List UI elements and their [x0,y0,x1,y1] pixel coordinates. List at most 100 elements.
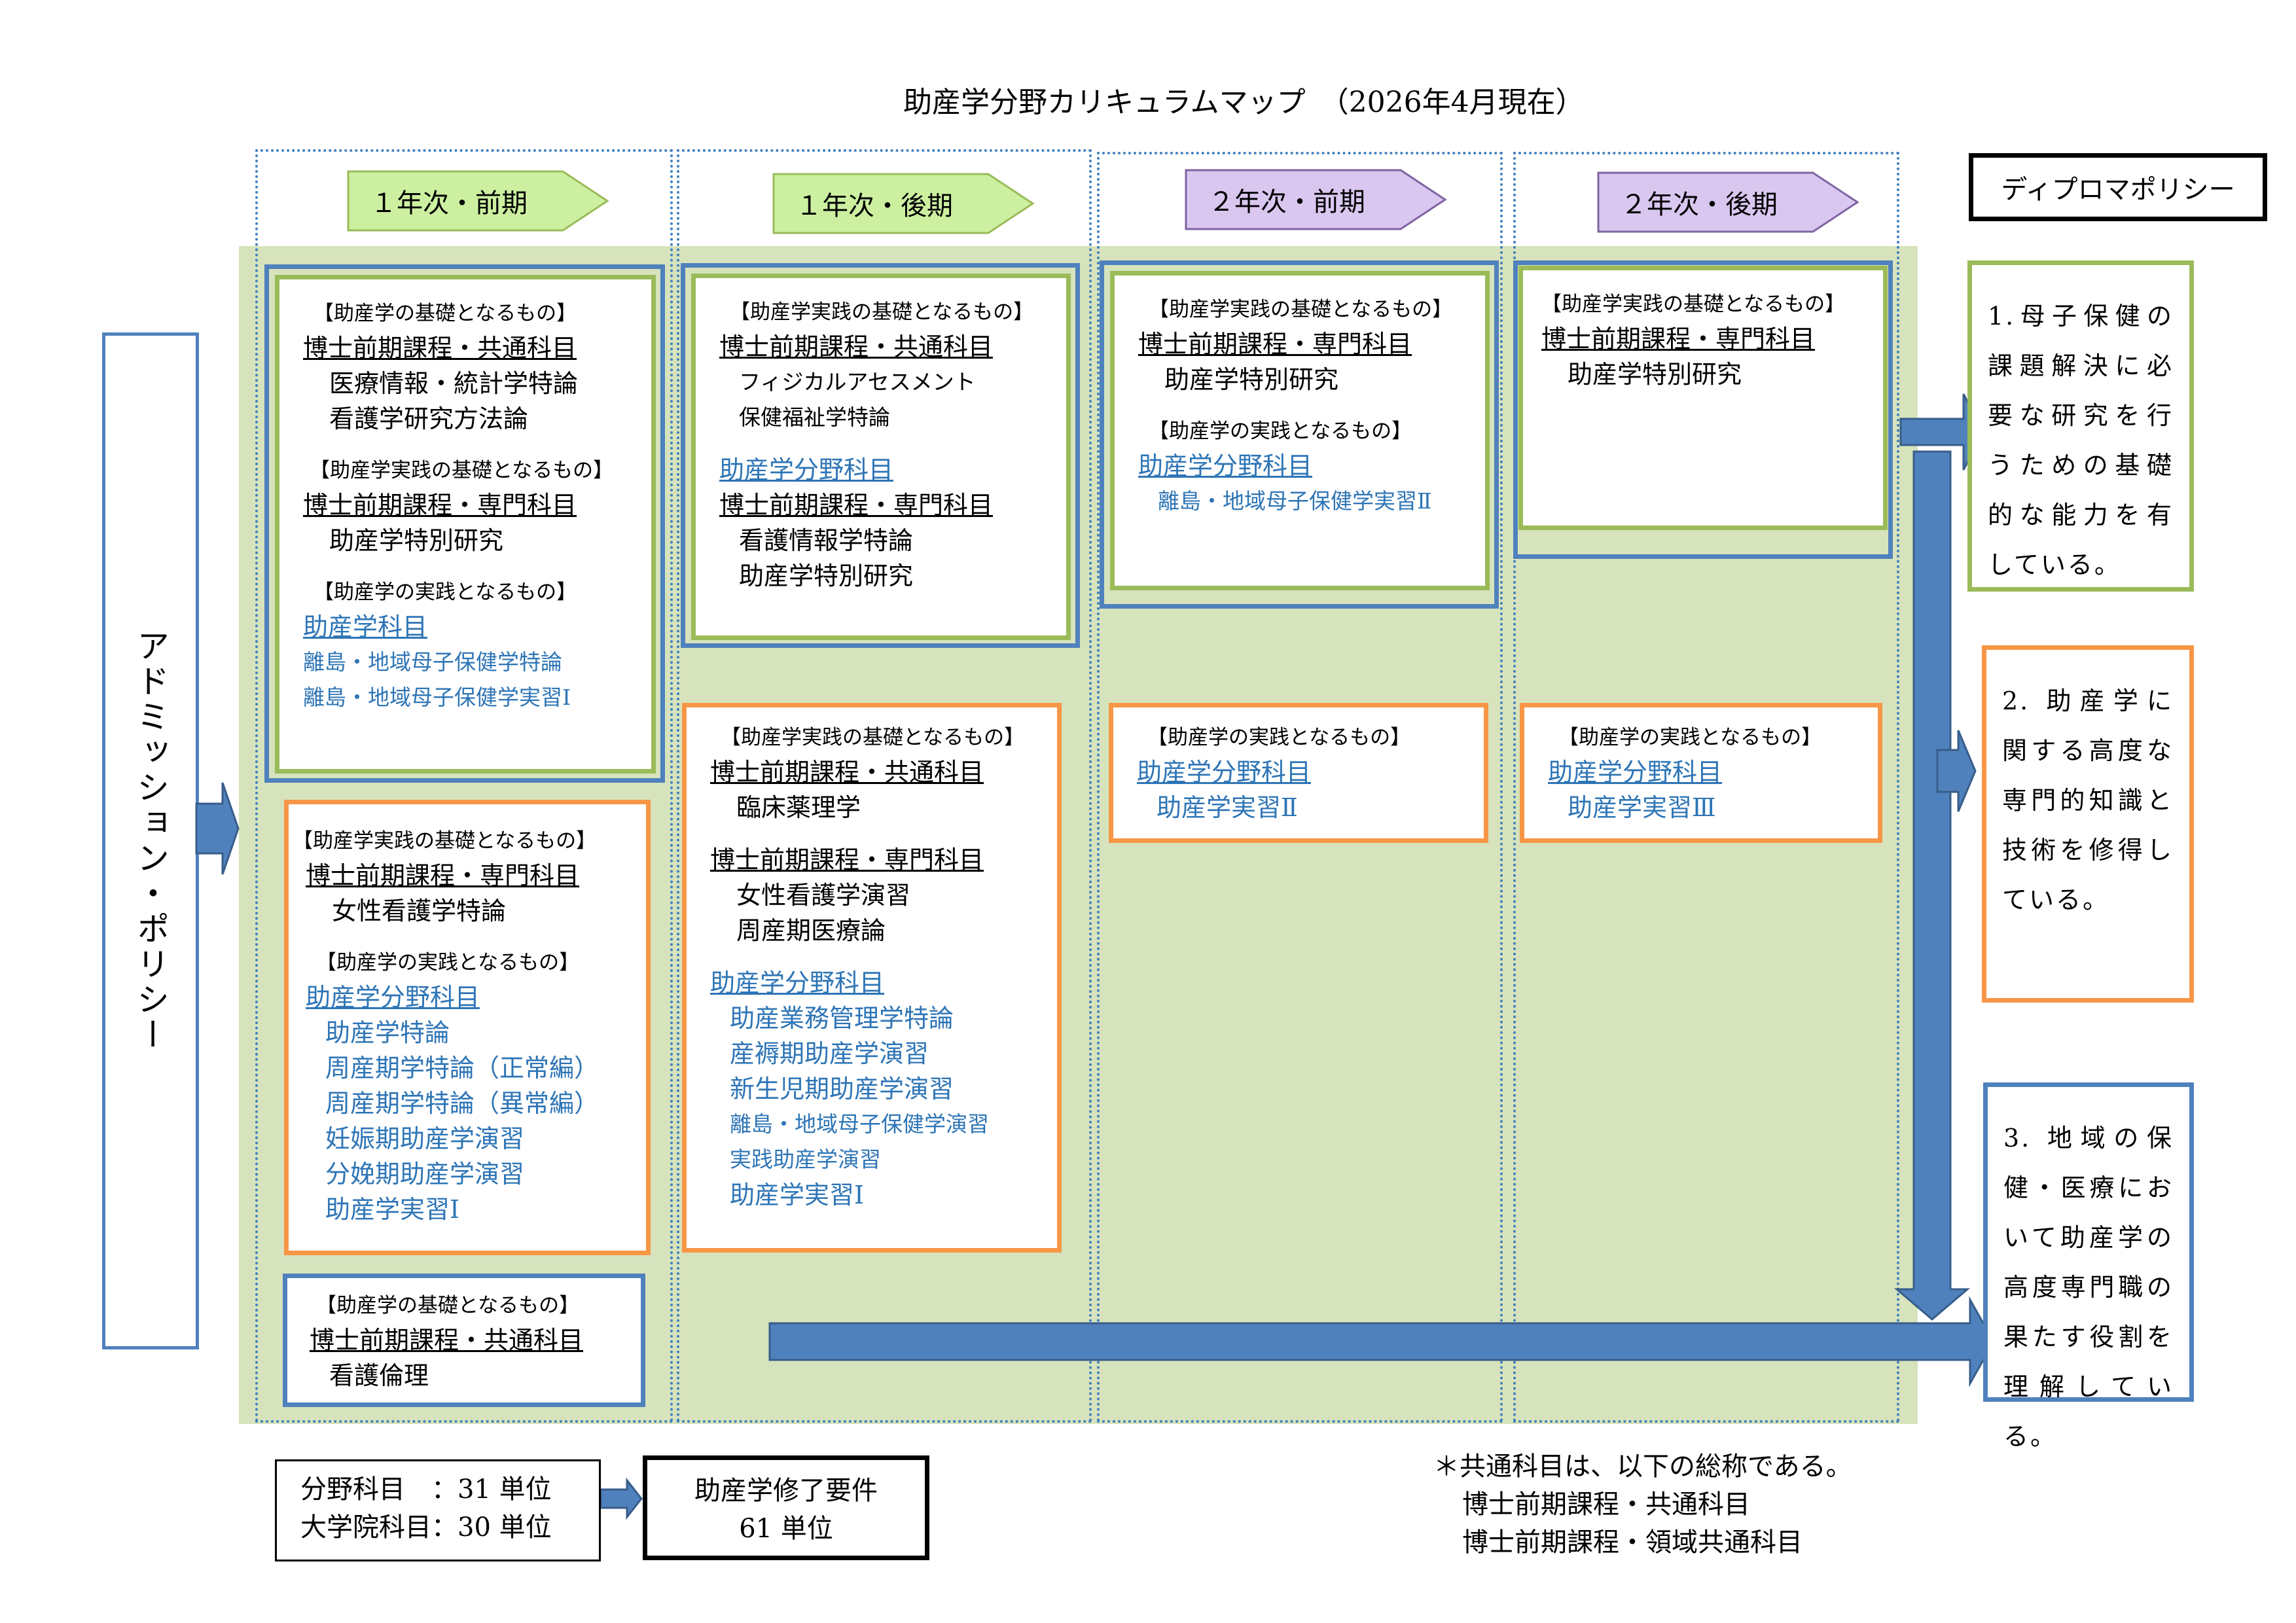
course-group-heading: 助産学分野科目 [719,455,894,484]
column-frame-1 [255,149,673,1423]
course-item: 看護倫理 [329,1361,429,1390]
course-group-heading: 博士前期課程・専門科目 [1138,330,1412,359]
category-label: 【助産学の基礎となるもの】 [316,1294,580,1317]
note-line: ＊共通科目は、以下の総称である。 [1433,1452,1852,1482]
goal-text: 2. 助産学に関する高度な専門的知識と技術を修得している。 [2002,687,2174,914]
course-item: 離島・地域母子保健学実習Ⅰ [303,685,571,710]
course-item: 離島・地域母子保健学特論 [303,649,562,675]
course-group-heading: 博士前期課程・共通科目 [719,332,994,361]
course-item: 保健福祉学特論 [739,404,890,430]
goal-text: 3. 地域の保健・医療において助産学の高度専門職の果たす役割を理解している。 [2003,1124,2174,1451]
goal2-arrow [1936,730,1977,812]
admission-policy-box: アドミッション・ポリシー [102,332,199,1349]
course-group-heading: 博士前期課程・専門科目 [1541,325,1816,353]
course-item: 分娩期助産学演習 [325,1160,525,1188]
course-item: 助産学特別研究 [1568,360,1742,389]
column-frame-3 [1097,152,1503,1423]
category-label: 【助産学実践の基礎となるもの】 [1149,298,1453,321]
course-item: 離島・地域母子保健学実習Ⅱ [1158,488,1432,514]
header-arrow-shape [347,170,609,232]
diploma-goal-2: 2. 助産学に関する高度な専門的知識と技術を修得している。 [1982,645,2194,1003]
column-header-4: ２年次・後期 [1597,171,1859,233]
column-header-1: １年次・前期 [347,170,609,232]
course-item: 助産業務管理学特論 [730,1004,954,1033]
category-label: 【助産学実践の基礎となるもの】 [730,300,1034,324]
course-item: 看護学研究方法論 [329,404,529,433]
category-label: 【助産学の基礎となるもの】 [314,302,577,325]
column-frame-2 [677,149,1092,1423]
course-group-heading: 博士前期課程・共通科目 [303,334,577,363]
course-group-heading: 助産学分野科目 [1138,452,1313,480]
requirement-box: 助産学修了要件 61 単位 [643,1455,929,1560]
requirement-title: 助産学修了要件 [694,1476,878,1506]
header-arrow-shape [1597,171,1859,233]
course-group-heading: 助産学分野科目 [1548,758,1723,787]
credits-arrow [600,1477,643,1520]
column-frame-4 [1513,152,1899,1423]
course-item: フィジカルアセスメント [739,369,976,395]
credits-line: 分野科目 ：31 単位 [300,1474,552,1505]
course-item: 実践助産学演習 [730,1147,881,1172]
course-item: 新生児期助産学演習 [730,1075,954,1103]
course-item: 助産学実習Ⅲ [1568,793,1716,822]
course-item: 助産学特論 [325,1018,450,1047]
admission-arrow [195,782,240,875]
course-item: 妊娠期助産学演習 [325,1124,525,1153]
diploma-policy-header: ディプロマポリシー [1969,153,2267,221]
note-line: 博士前期課程・共通科目 [1462,1489,1750,1520]
c1-box2: 【助産学実践の基礎となるもの】 博士前期課程・専門科目 女性看護学特論 【助産学… [284,800,651,1255]
category-label: 【助産学の実践となるもの】 [1558,726,1822,749]
c2-box2: 【助産学実践の基礎となるもの】 博士前期課程・共通科目 臨床薬理学 博士前期課程… [682,703,1062,1253]
common-subjects-note: ＊共通科目は、以下の総称である。 博士前期課程・共通科目 博士前期課程・領域共通… [1433,1448,2022,1561]
column-header-label: ２年次・前期 [1208,187,1365,217]
category-label: 【助産学の実践となるもの】 [314,580,577,604]
bottom-horizontal-arrow [768,1296,1995,1387]
diploma-goal-3: 3. 地域の保健・医療において助産学の高度専門職の果たす役割を理解している。 [1983,1082,2194,1451]
course-item: 助産学特別研究 [329,526,504,555]
c4-box1: 【助産学実践の基礎となるもの】 博士前期課程・専門科目 助産学特別研究 [1518,266,1888,530]
course-group-heading: 博士前期課程・専門科目 [303,491,577,520]
goal-text: 1.母子保健の課題解決に必要な研究を行うための基礎的な能力を有している。 [1988,302,2174,579]
note-line: 博士前期課程・領域共通科目 [1462,1527,1803,1558]
category-label: 【助産学実践の基礎となるもの】 [293,829,597,853]
credits-box: 分野科目 ：31 単位 大学院科目：30 単位 [275,1459,601,1561]
course-group-heading: 博士前期課程・専門科目 [306,861,580,890]
course-item: 臨床薬理学 [736,793,861,822]
course-group-heading: 博士前期課程・専門科目 [719,491,994,520]
course-group-heading: 助産学分野科目 [1137,758,1312,787]
course-item: 助産学実習Ⅰ [730,1181,865,1209]
credits-line: 大学院科目：30 単位 [300,1512,552,1543]
c4-box2: 【助産学の実践となるもの】 助産学分野科目 助産学実習Ⅲ [1520,703,1882,843]
category-label: 【助産学実践の基礎となるもの】 [310,459,614,482]
admission-policy-label: アドミッション・ポリシー [132,629,170,1053]
course-item: 助産学特別研究 [739,562,914,590]
course-item: 産褥期助産学演習 [730,1039,929,1068]
page-title: 助産学分野カリキュラムマップ （2026年4月現在） [903,86,1585,119]
category-label: 【助産学の実践となるもの】 [316,951,580,974]
course-group-heading: 助産学分野科目 [710,969,885,997]
course-item: 周産期医療論 [736,916,886,945]
category-label: 【助産学の実践となるもの】 [1147,726,1411,749]
c3-box1: 【助産学実践の基礎となるもの】 博士前期課程・専門科目 助産学特別研究 【助産学… [1110,271,1490,590]
course-group-heading: 博士前期課程・専門科目 [710,846,984,874]
c1-box3: 【助産学の基礎となるもの】 博士前期課程・共通科目 看護倫理 [283,1274,645,1407]
course-item: 女性看護学特論 [332,897,507,925]
course-item: 医療情報・統計学特論 [329,369,579,398]
column-header-3: ２年次・前期 [1185,169,1447,230]
header-arrow-shape [772,173,1035,234]
course-item: 離島・地域母子保健学演習 [730,1111,989,1137]
c1-box1: 【助産学の基礎となるもの】 博士前期課程・共通科目 医療情報・統計学特論 看護学… [275,275,656,774]
column-header-2: １年次・後期 [772,173,1035,234]
course-item: 看護情報学特論 [739,526,914,555]
diploma-goal-1: 1.母子保健の課題解決に必要な研究を行うための基礎的な能力を有している。 [1967,260,2194,592]
course-item: 助産学実習Ⅱ [1157,793,1298,822]
course-group-heading: 助産学分野科目 [306,983,480,1012]
column-header-label: １年次・後期 [796,191,953,221]
course-group-heading: 助産学科目 [303,613,428,641]
course-item: 女性看護学演習 [736,881,911,910]
column-header-label: １年次・前期 [370,188,528,219]
category-label: 【助産学の実践となるもの】 [1149,419,1412,443]
course-group-heading: 博士前期課程・共通科目 [710,758,984,787]
c2-box1: 【助産学実践の基礎となるもの】 博士前期課程・共通科目 フィジカルアセスメント … [691,274,1071,640]
